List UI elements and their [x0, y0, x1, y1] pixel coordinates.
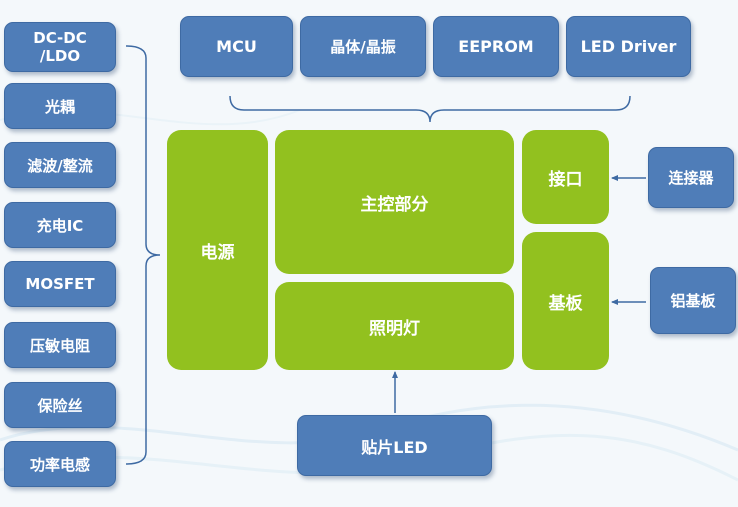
component-dcdc-ldo: DC-DC /LDO — [4, 22, 116, 72]
component-crystal-oscillator: 晶体/晶振 — [300, 16, 426, 77]
block-main-control: 主控部分 — [275, 130, 514, 274]
block-lighting: 照明灯 — [275, 282, 514, 370]
component-optocoupler: 光耦 — [4, 83, 116, 129]
component-power-inductor: 功率电感 — [4, 441, 116, 487]
component-varistor: 压敏电阻 — [4, 322, 116, 368]
component-led-driver: LED Driver — [566, 16, 691, 77]
top-bracket — [229, 95, 631, 123]
block-interface: 接口 — [522, 130, 609, 224]
left-bracket — [125, 45, 161, 465]
component-aluminum-substrate: 铝基板 — [650, 267, 736, 334]
block-substrate: 基板 — [522, 232, 609, 370]
component-charging-ic: 充电IC — [4, 202, 116, 248]
component-eeprom: EEPROM — [433, 16, 559, 77]
component-filter-rectifier: 滤波/整流 — [4, 142, 116, 188]
block-power-supply: 电源 — [167, 130, 268, 370]
component-smd-led: 贴片LED — [297, 415, 492, 476]
component-mcu: MCU — [180, 16, 293, 77]
component-connector: 连接器 — [648, 147, 734, 208]
component-fuse: 保险丝 — [4, 382, 116, 428]
component-mosfet: MOSFET — [4, 261, 116, 307]
